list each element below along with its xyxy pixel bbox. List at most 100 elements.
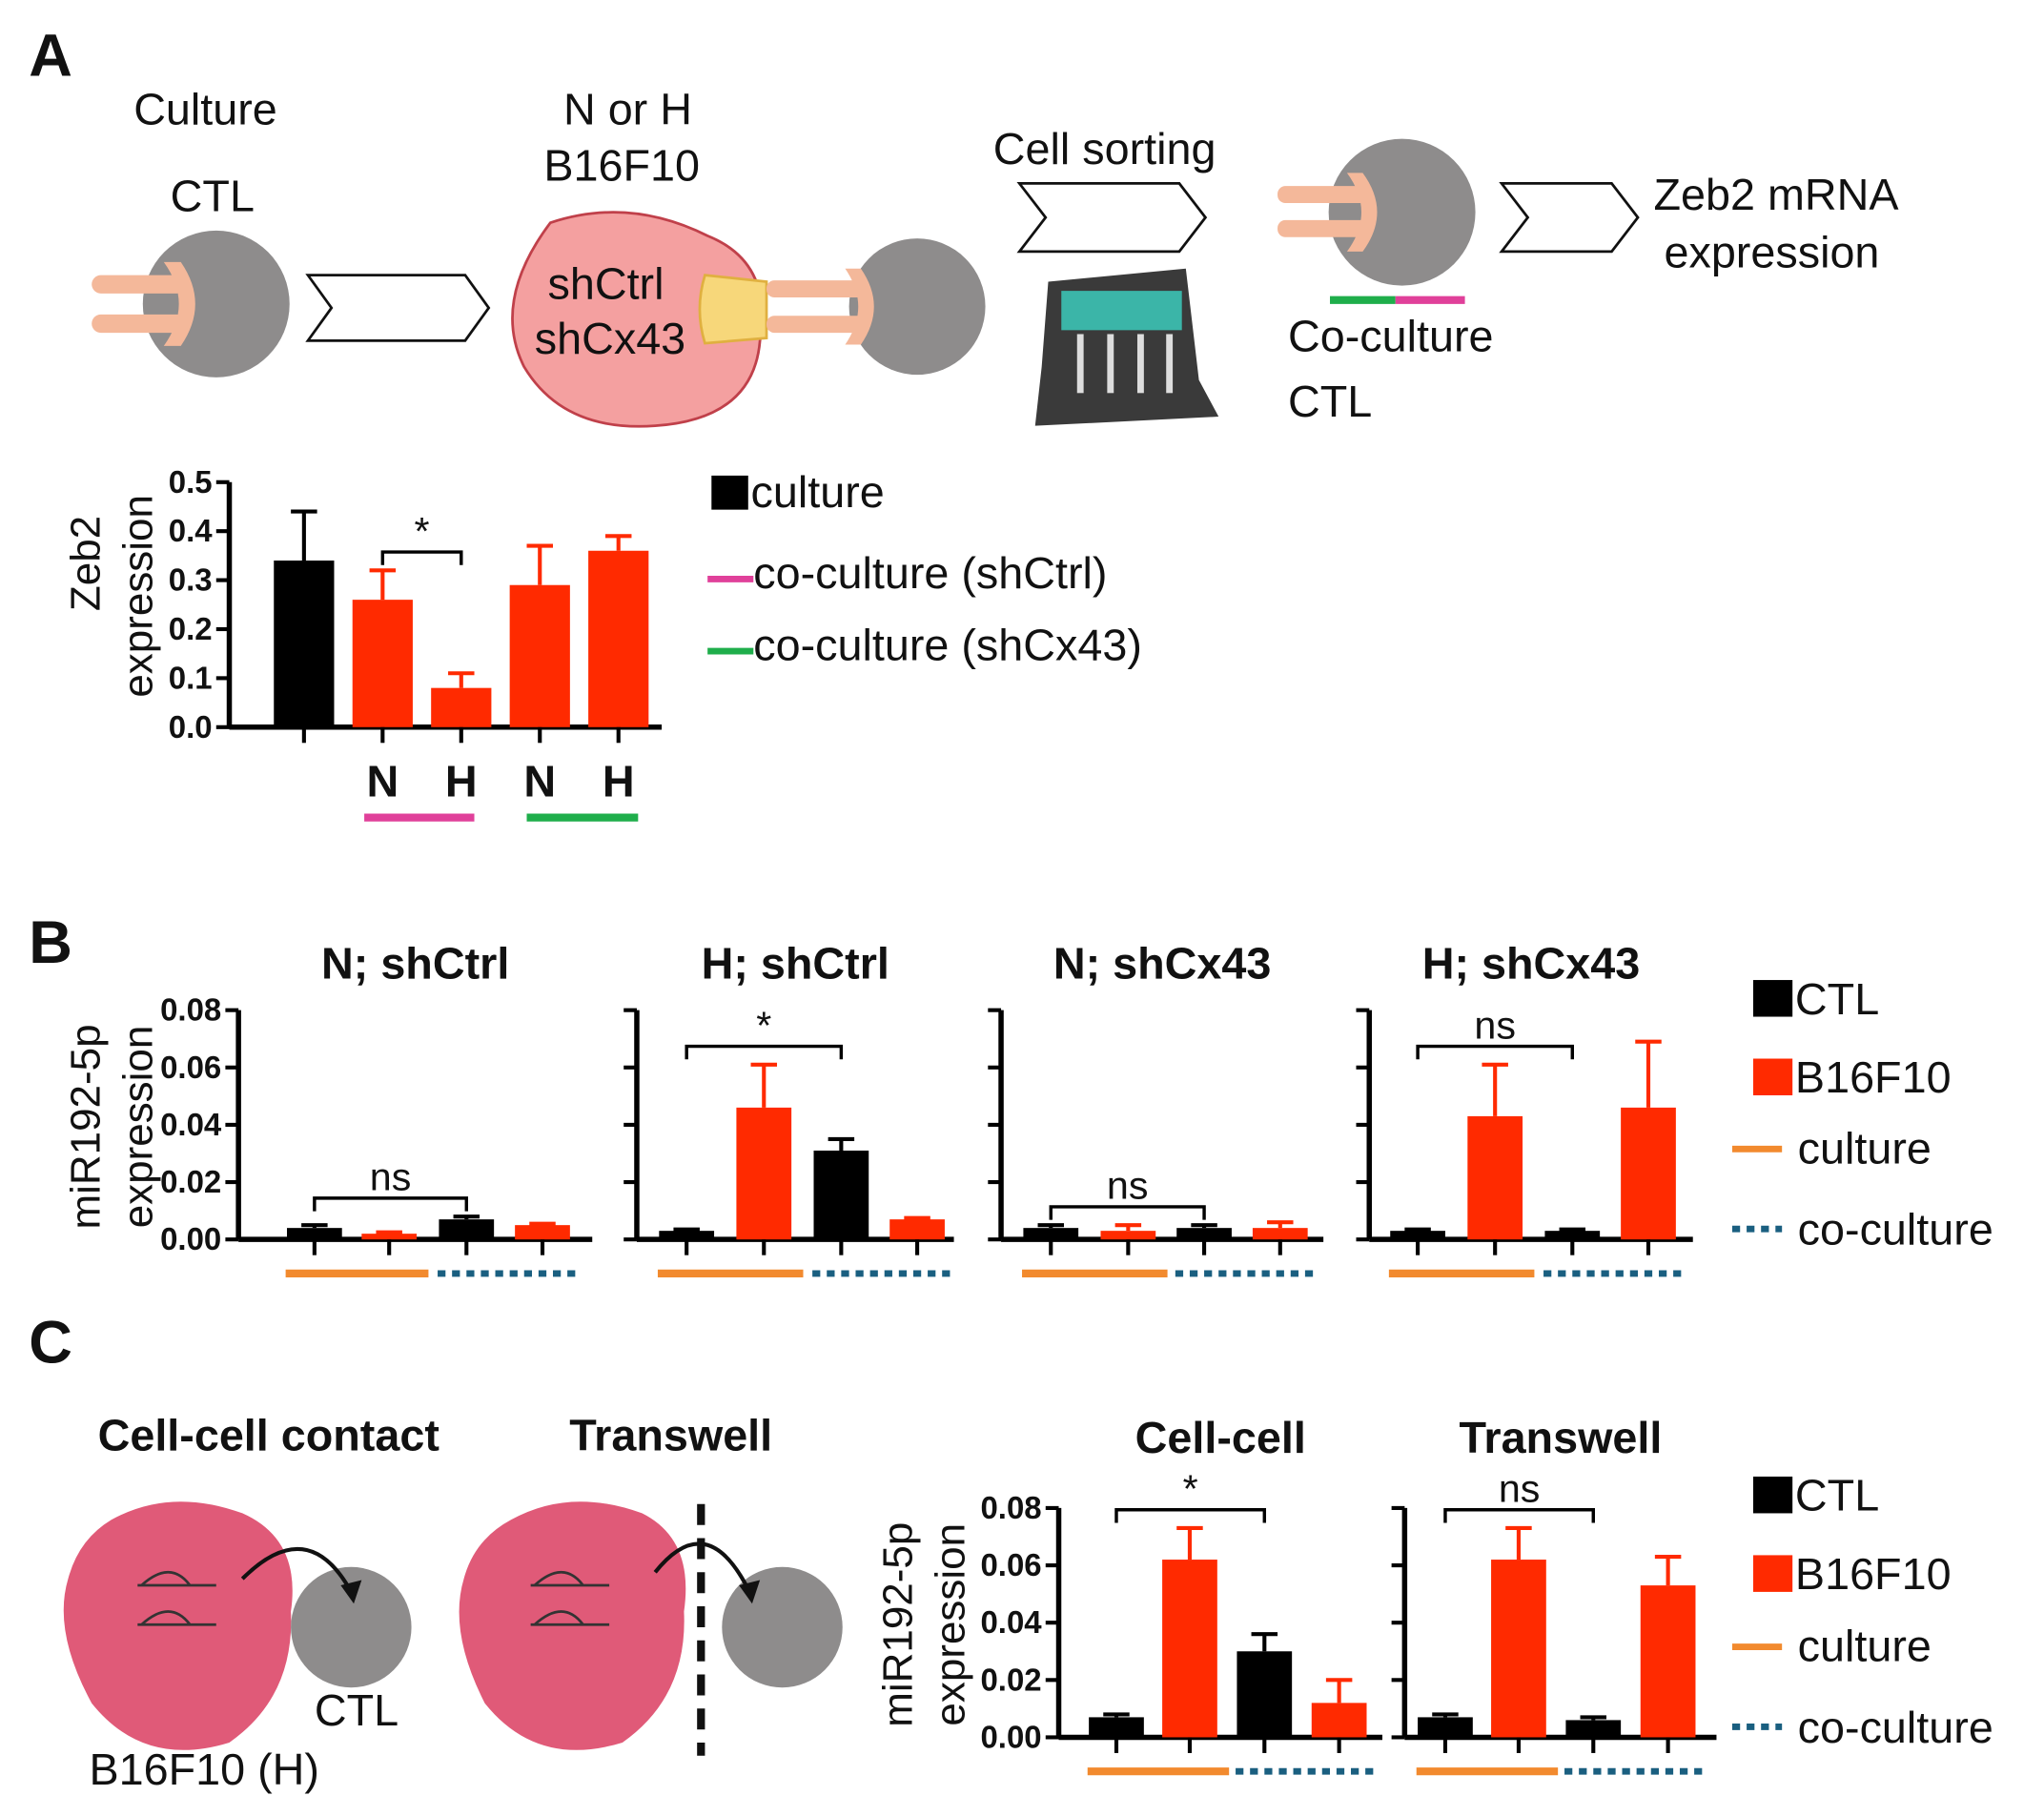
legend-b-ctl-label: CTL — [1795, 974, 1879, 1024]
c2-bar — [1418, 1717, 1473, 1738]
c1-bar — [1162, 1560, 1217, 1738]
b2-significance-bracket — [685, 1044, 844, 1060]
b1-y-tick-label: 0.04 — [160, 1107, 222, 1142]
b4-bar — [1544, 1231, 1601, 1240]
panel-label-b: B — [29, 909, 72, 976]
transfer-arrow-2-icon — [653, 1541, 752, 1593]
b1-bar — [439, 1219, 495, 1240]
legend-c: CTL B16F10 culture co-culture — [1731, 1471, 1993, 1752]
b4-bar — [1467, 1115, 1523, 1240]
shctrl-label: shCtrl — [547, 258, 664, 308]
zeb2-mrna-label: Zeb2 mRNA — [1653, 170, 1899, 219]
c1-y-tick-label: 0.04 — [980, 1604, 1042, 1640]
ctl-cell-2-icon — [766, 238, 986, 376]
legend-c-b16f10-swatch — [1752, 1555, 1793, 1592]
co-culture-label: Co-culture — [1288, 311, 1494, 360]
zeb2-y-tick-label: 0.4 — [169, 513, 213, 548]
legend-b: CTL B16F10 culture co-culture — [1731, 974, 1993, 1255]
zeb2-significance-label: * — [415, 509, 430, 553]
zeb2-y-tick-label: 0.3 — [169, 562, 213, 598]
b1-bar — [515, 1225, 570, 1240]
panel-label-a: A — [29, 23, 72, 90]
zeb2-ylabel-2: expression — [114, 495, 161, 698]
chevron-arrow-3-icon — [1499, 182, 1640, 254]
b2-bar — [736, 1107, 792, 1240]
culture-label: Culture — [133, 85, 277, 134]
zeb2-category-label: H — [603, 757, 635, 806]
legend-b-b16f10-swatch — [1752, 1058, 1793, 1095]
b16f10-label: B16F10 — [543, 141, 700, 191]
b4-bar — [1390, 1231, 1445, 1240]
zeb2-ylabel-1: Zeb2 — [62, 516, 109, 611]
transfer-arrowhead-2-icon — [739, 1580, 761, 1604]
c1-bar — [1089, 1717, 1144, 1738]
cell-sorting-label: Cell sorting — [993, 124, 1216, 173]
c1-bar — [1311, 1703, 1367, 1738]
zeb2-category-label: H — [445, 757, 478, 806]
b1-bar — [286, 1228, 342, 1240]
legend-shcx43-label: co-culture (shCx43) — [753, 621, 1142, 670]
c2-significance-bracket — [1443, 1508, 1595, 1523]
c2-bar — [1491, 1560, 1546, 1738]
n-or-h-label: N or H — [563, 85, 692, 134]
ctl-cell-3-icon — [1278, 138, 1476, 286]
b1-significance-bracket — [313, 1196, 469, 1212]
legend-b-coculture-label: co-culture — [1798, 1205, 1993, 1255]
tumor-cell-c2-icon — [459, 1501, 686, 1750]
c-ylabel-2: expression — [928, 1523, 974, 1726]
tumor-cell-c1-icon — [63, 1501, 293, 1750]
ctl-label: CTL — [171, 171, 255, 220]
legend-c-culture-label: culture — [1798, 1622, 1932, 1671]
gap-junction-icon — [698, 274, 768, 345]
ctl-cell-icon — [92, 230, 290, 377]
b3-bar — [1176, 1228, 1232, 1240]
b2-significance-label: * — [756, 1003, 771, 1047]
zeb2-category-label: N — [523, 757, 556, 806]
b3-title: N; shCx43 — [1053, 939, 1271, 989]
legend-shctrl-label: co-culture (shCtrl) — [753, 548, 1107, 598]
c2-bar — [1640, 1585, 1696, 1738]
ctl-cell-c1-icon — [291, 1566, 412, 1688]
b3-bar — [1023, 1228, 1079, 1240]
legend-a: culture co-culture (shCtrl) co-culture (… — [707, 467, 1142, 670]
transfer-arrow-icon — [240, 1546, 354, 1593]
c1-y-tick-label: 0.06 — [980, 1547, 1041, 1582]
zeb2-y-tick-label: 0.5 — [169, 464, 213, 500]
ctl-label-2: CTL — [1288, 377, 1372, 426]
b1-y-tick-label: 0.06 — [160, 1050, 221, 1085]
legend-c-b16f10-label: B16F10 — [1795, 1549, 1952, 1599]
b2-title: H; shCtrl — [702, 939, 889, 989]
b1-significance-label: ns — [370, 1155, 412, 1199]
zeb2-bar — [509, 584, 570, 727]
legend-b-b16f10-label: B16F10 — [1795, 1052, 1952, 1102]
cell-contact-title: Cell-cell contact — [98, 1410, 439, 1459]
b1-y-tick-label: 0.02 — [160, 1164, 221, 1199]
c1-y-tick-label: 0.08 — [980, 1490, 1041, 1525]
c1-y-tick-label: 0.02 — [980, 1662, 1041, 1697]
b4-significance-bracket — [1416, 1044, 1574, 1060]
b1-title: N; shCtrl — [321, 939, 509, 989]
c1-significance-bracket — [1114, 1508, 1267, 1523]
zeb2-bar — [431, 687, 492, 727]
b3-bar — [1100, 1231, 1156, 1240]
b4-title: H; shCx43 — [1422, 939, 1640, 989]
c1-significance-label: * — [1183, 1466, 1198, 1510]
zeb2-y-tick-label: 0.0 — [169, 709, 213, 745]
legend-c-coculture-label: co-culture — [1798, 1703, 1993, 1752]
zeb2-bar — [274, 561, 335, 727]
b2-bar — [889, 1219, 945, 1240]
b3-significance-bracket — [1049, 1205, 1206, 1220]
legend-b-culture-label: culture — [1798, 1123, 1932, 1173]
b-ylabel-2: expression — [114, 1026, 161, 1229]
zeb2-y-tick-label: 0.1 — [169, 660, 213, 695]
shcx43-label: shCx43 — [535, 314, 685, 363]
legend-c-ctl-swatch — [1752, 1476, 1793, 1514]
c1-title: Cell-cell — [1135, 1413, 1306, 1462]
c-ylabel-1: miR192-5p — [875, 1522, 922, 1727]
zeb2-category-label: N — [366, 757, 399, 806]
b4-significance-label: ns — [1474, 1003, 1516, 1047]
tumor-cell-icon: shCtrl shCx43 — [511, 211, 764, 428]
c2-title: Transwell — [1459, 1413, 1662, 1462]
